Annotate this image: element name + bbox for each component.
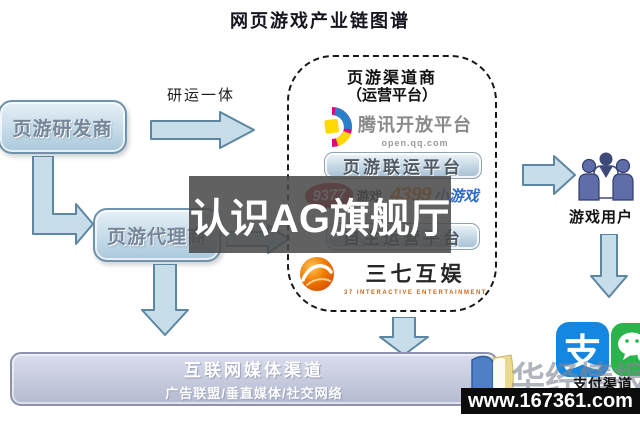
watermark-url: www.167361.com — [468, 389, 633, 412]
game-users-icon — [577, 150, 635, 207]
node-internet-media: 互联网媒体渠道 广告联盟/垂直媒体/社交网络 — [10, 352, 498, 406]
sqwan-name: 三七互娱 — [365, 262, 466, 286]
watermark-url-bar: www.167361.com — [461, 388, 640, 414]
sqwan-logo-icon — [297, 254, 337, 299]
node-agent-label: 页游代理商 — [106, 226, 207, 248]
alipay-glyph: 支 — [563, 333, 602, 375]
page-title: 网页游戏产业链图谱 — [230, 11, 410, 31]
node-developer: 页游研发商 — [0, 100, 127, 154]
channel-subtitle: （运营平台） — [346, 87, 437, 104]
joint-platform-label: 页游联运平台 — [343, 158, 463, 177]
arrow-developer-to-channel-icon — [150, 110, 256, 150]
watermark-center-text: 认识AG旗舰厅 — [190, 196, 450, 241]
arrow-channel-to-media-icon — [376, 317, 432, 356]
tencent-logo-text: 腾讯开放平台 open.qq.com — [358, 111, 472, 148]
arrow-channel-to-users-icon — [522, 154, 576, 196]
edge-label-dev-to-channel: 研运一体 — [166, 87, 235, 104]
media-subtitle: 广告联盟/垂直媒体/社交网络 — [165, 386, 343, 401]
channel-title: 页游渠道商 — [346, 70, 437, 87]
sqwan-subtitle: 37 INTERACTIVE ENTERTAINMENT — [344, 289, 487, 296]
alipay-icon: 支 — [556, 322, 609, 377]
node-channel-group: 页游渠道商 （运营平台） 腾讯开放平台 open.qq.com 页游联运平台 9… — [287, 55, 497, 312]
watermark-center-overlay: 认识AG旗舰厅 — [189, 176, 451, 253]
joint-operation-platform-bar: 页游联运平台 — [324, 152, 482, 179]
arrow-agent-to-media-icon — [136, 264, 194, 336]
media-title: 互联网媒体渠道 — [184, 361, 324, 380]
node-developer-label: 页游研发商 — [12, 118, 113, 140]
tencent-name: 腾讯开放平台 — [358, 115, 472, 135]
arrow-users-to-payment-icon — [590, 234, 628, 298]
sqwan-logo: 三七互娱 37 INTERACTIVE ENTERTAINMENT — [289, 254, 495, 299]
arrow-developer-to-agent-icon — [32, 156, 94, 246]
tencent-logo-icon — [312, 107, 352, 152]
tencent-domain: open.qq.com — [381, 138, 449, 148]
sqwan-logo-text: 三七互娱 37 INTERACTIVE ENTERTAINMENT — [344, 258, 487, 296]
game-users-label: 游戏用户 — [568, 209, 633, 226]
tencent-open-platform-logo: 腾讯开放平台 open.qq.com — [289, 107, 495, 152]
wechat-icon — [611, 323, 640, 376]
